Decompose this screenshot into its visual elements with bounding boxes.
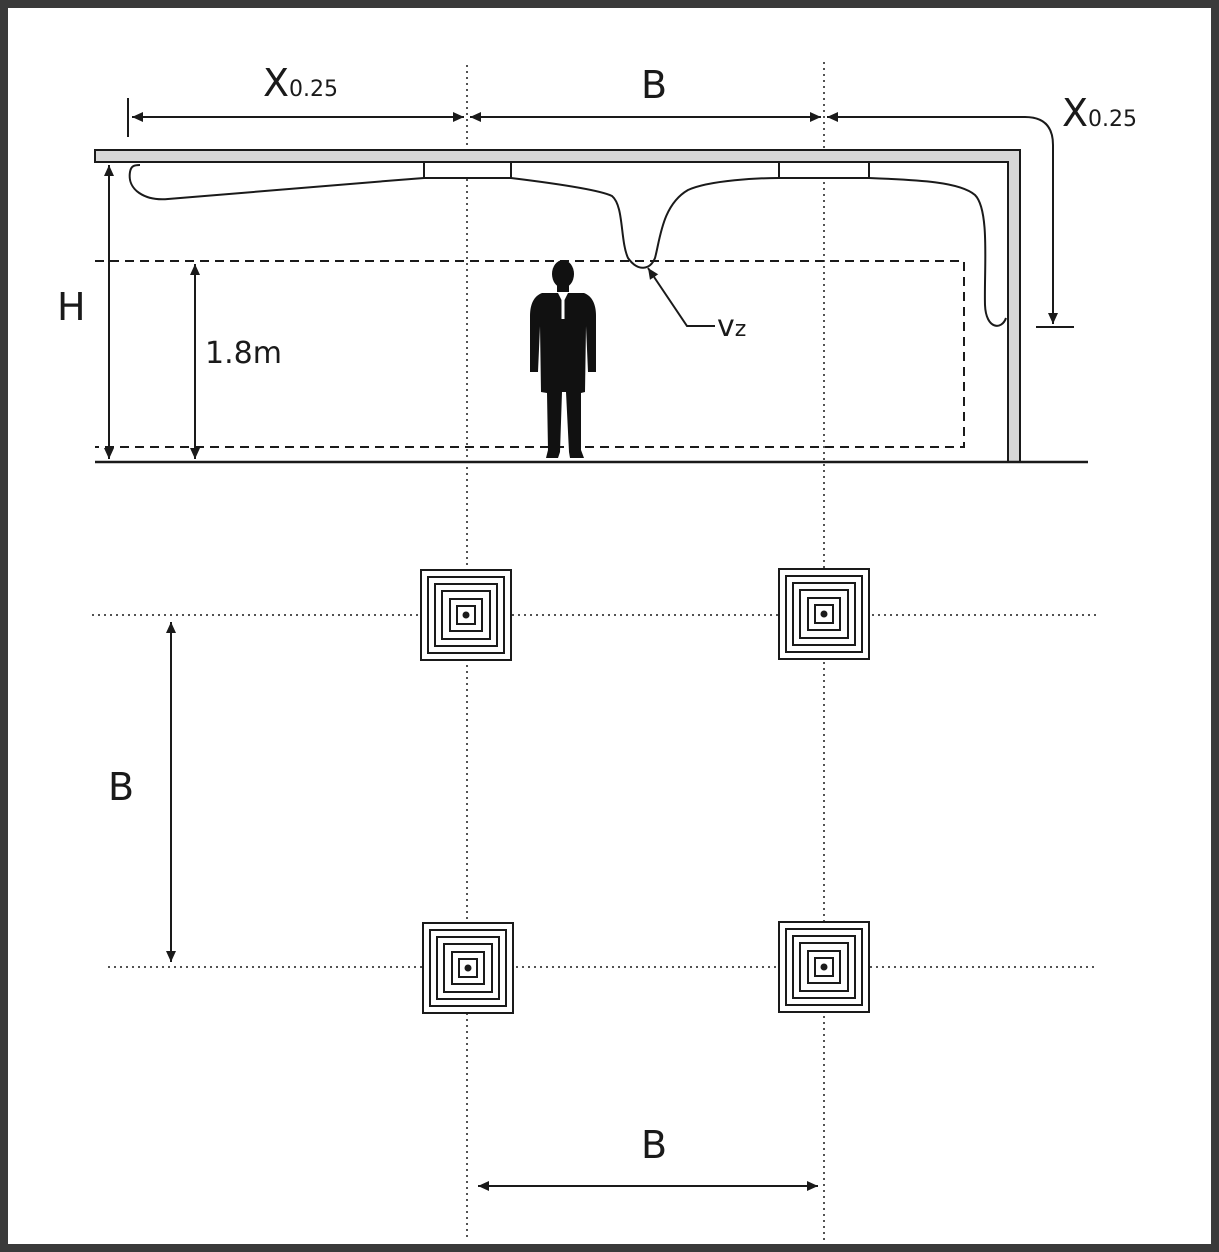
person-silhouette bbox=[530, 260, 596, 458]
b-bottom-label: B bbox=[641, 1123, 667, 1167]
vz-leader bbox=[647, 267, 715, 327]
vz-label: vz bbox=[717, 309, 746, 344]
diffuser-plan-bottom-right bbox=[778, 921, 870, 1013]
occupied-zone bbox=[95, 260, 965, 448]
jet-left-wall bbox=[128, 164, 425, 201]
b-top-label: B bbox=[641, 63, 667, 107]
diffuser-plan-top-left bbox=[420, 569, 512, 661]
h18-label: 1.8m bbox=[205, 336, 282, 371]
diffuser-plan-bottom-left bbox=[422, 922, 514, 1014]
h-label: H bbox=[57, 285, 86, 329]
b-left-label: B bbox=[108, 765, 134, 809]
jet-center-drop bbox=[510, 177, 780, 269]
diffuser-section-left bbox=[423, 161, 512, 179]
diffuser-plan-top-right bbox=[778, 568, 870, 660]
x025-right-label: X0.25 bbox=[1062, 91, 1137, 135]
diffuser-section-right bbox=[778, 161, 870, 179]
x025-left-label: X0.25 bbox=[263, 61, 338, 105]
x025-right-dimension bbox=[827, 112, 1058, 324]
jet-right-wall bbox=[868, 177, 1007, 327]
